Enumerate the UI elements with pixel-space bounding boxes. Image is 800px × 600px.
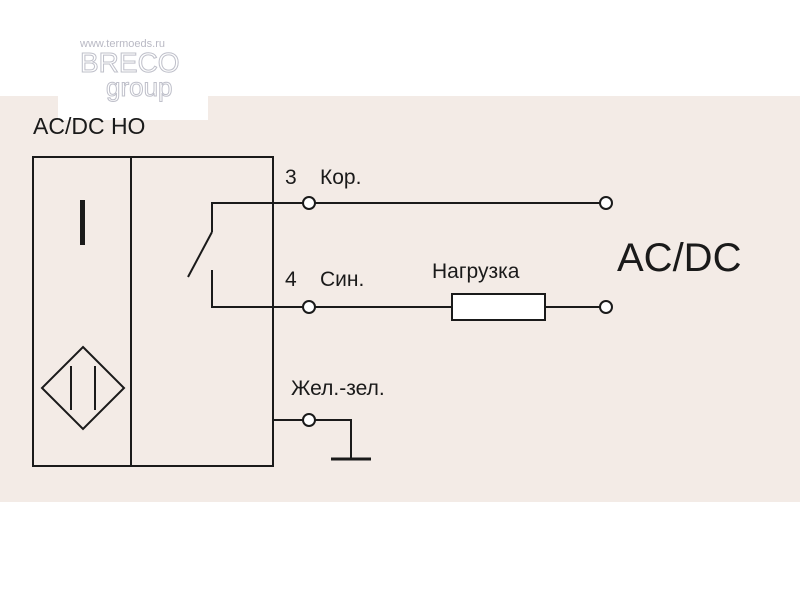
terminal-ground — [302, 413, 316, 427]
load-label: Нагрузка — [432, 260, 520, 283]
watermark-patch — [58, 28, 208, 120]
terminal-3-inner — [302, 196, 316, 210]
background-band — [0, 96, 800, 502]
ground-wire — [273, 419, 371, 461]
watermark-url: www.termoeds.ru — [79, 38, 165, 50]
terminal-3-number: 3 — [285, 166, 297, 189]
terminal-4-color: Син. — [320, 268, 364, 291]
terminal-4-inner — [302, 300, 316, 314]
output-bar-symbol — [80, 200, 85, 245]
terminal-ground-color: Жел.-зел. — [291, 377, 385, 400]
inductive-sensor-symbol — [40, 345, 126, 431]
terminal-3-color: Кор. — [320, 166, 361, 189]
diagram-title: AC/DC НО — [33, 113, 145, 139]
terminal-4-number: 4 — [285, 268, 297, 291]
terminal-4-outer — [599, 300, 613, 314]
watermark-logo-bottom: group — [106, 72, 173, 102]
supply-label: AC/DC — [617, 236, 741, 280]
load-resistor — [451, 293, 546, 321]
watermark-logo-top: BRECO — [80, 47, 180, 78]
sensor-body — [32, 156, 274, 467]
switch-contact — [187, 202, 307, 308]
terminal-3-outer — [599, 196, 613, 210]
